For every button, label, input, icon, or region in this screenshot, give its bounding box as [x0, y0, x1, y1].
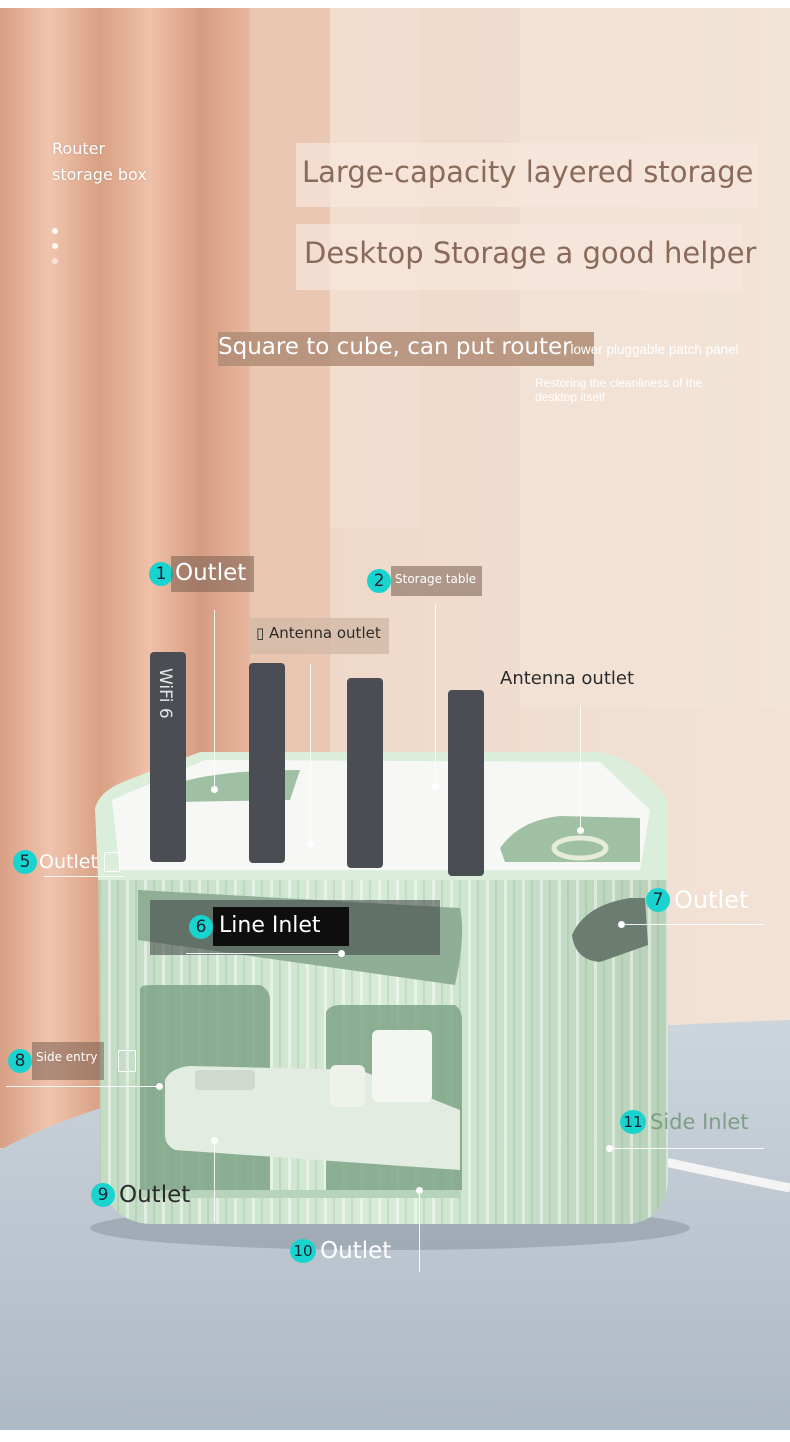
callout-label: Side Inlet: [650, 1110, 749, 1134]
leader-line-6: [186, 953, 342, 954]
callout-1-outlet: 1 Outlet: [149, 556, 255, 592]
placeholder-glyph-icon: [103, 852, 120, 872]
leader-point-1: [211, 786, 218, 793]
callout-label: Side entry: [32, 1042, 104, 1080]
callout-number: 1: [149, 562, 173, 586]
callout-number: 5: [13, 850, 37, 874]
callout-antenna-outlet-right: Antenna outlet: [500, 668, 634, 689]
antenna-brand-label: WiFi 6: [155, 668, 175, 719]
leader-line-11: [610, 1148, 764, 1149]
callout-10-outlet: 10 Outlet: [290, 1238, 391, 1264]
callout-number: 8: [8, 1049, 32, 1073]
leader-line-2: [435, 604, 436, 787]
headline-helper: Desktop Storage a good helper: [296, 224, 756, 290]
leader-line-8: [6, 1086, 160, 1087]
callout-number: 10: [290, 1239, 316, 1263]
side-title: Router storage box: [52, 136, 147, 188]
callout-label: Outlet: [320, 1238, 392, 1264]
callout-number: 9: [91, 1183, 115, 1207]
callout-label: Outlet: [119, 1182, 191, 1208]
callout-number: 7: [646, 888, 670, 912]
page-dots: [52, 228, 58, 273]
leader-line-4: [580, 706, 581, 828]
subheadline: Square to cube, can put router: [218, 332, 594, 366]
leader-point-10: [416, 1187, 423, 1194]
subheadline-suffix: , lower pluggable patch panel: [563, 342, 739, 357]
leader-point-6: [338, 950, 345, 957]
leader-point-7: [618, 921, 625, 928]
callout-label: Storage table: [391, 566, 483, 596]
callout-6-line-inlet: 6 Line Inlet: [189, 907, 349, 946]
callout-8-side-entry: 8 Side entry: [8, 1042, 136, 1080]
callout-11-side-inlet: 11 Side Inlet: [620, 1110, 749, 1134]
leader-point-3: [307, 841, 314, 848]
callout-7-outlet: 7 Outlet: [646, 886, 748, 914]
callout-number: 2: [367, 569, 391, 593]
callout-9-outlet: 9 Outlet: [91, 1182, 190, 1208]
placeholder-glyph-icon: [117, 1050, 136, 1072]
callout-number: 11: [620, 1110, 646, 1134]
leader-point-9: [211, 1137, 218, 1144]
callout-2-storage-table: 2 Storage table: [367, 566, 483, 596]
callout-label: Outlet: [39, 851, 98, 873]
leader-line-10: [419, 1190, 420, 1272]
callout-label: Antenna outlet: [500, 668, 635, 689]
leader-line-5: [44, 876, 124, 877]
leader-line-3: [310, 664, 311, 844]
side-title-line-1: Router: [52, 139, 106, 158]
side-title-line-2: storage box: [52, 165, 147, 184]
leader-point-4: [577, 827, 584, 834]
leader-line-1: [214, 610, 215, 790]
leader-line-7: [622, 924, 764, 925]
leader-point-11: [606, 1145, 613, 1152]
leader-line-9: [214, 1140, 215, 1222]
callout-antenna-outlet-left: ▯ Antenna outlet: [250, 618, 389, 654]
callout-label: Line Inlet: [213, 907, 349, 946]
headline-capacity: Large-capacity layered storage: [296, 143, 758, 207]
leader-point-2: [432, 783, 439, 790]
callout-number: 6: [189, 914, 213, 939]
callout-label: Outlet: [171, 556, 255, 592]
callout-label: ▯ Antenna outlet: [250, 618, 389, 654]
leader-point-8: [156, 1083, 163, 1090]
callout-label: Outlet: [674, 886, 749, 914]
description-text: Restoring the cleanliness of the desktop…: [535, 376, 703, 404]
callout-5-outlet: 5 Outlet: [13, 850, 120, 874]
